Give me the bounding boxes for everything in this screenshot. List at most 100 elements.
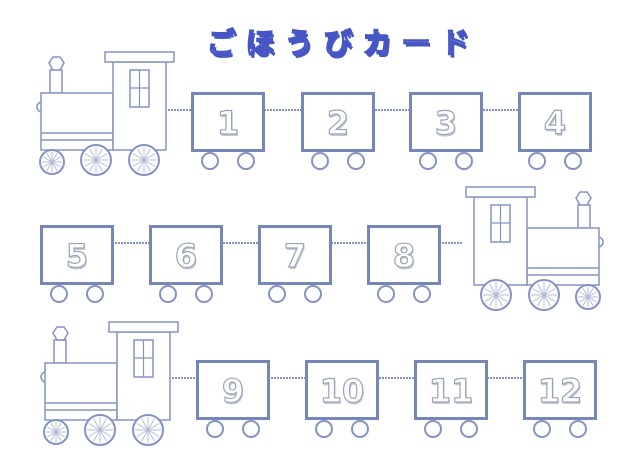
stamp-number: 7	[283, 236, 307, 275]
wheel-spoke	[89, 148, 97, 161]
wheel-spoke	[141, 429, 149, 442]
wheel-spoke	[43, 156, 53, 163]
train-car	[301, 92, 375, 170]
wheel-spoke	[543, 294, 556, 302]
wheel-spoke	[143, 148, 151, 161]
wheel-spoke	[582, 288, 589, 298]
car-wheel	[424, 420, 442, 438]
wheel-spoke	[543, 294, 551, 307]
stamp-number: 3	[434, 103, 458, 142]
wheel-spoke	[579, 296, 589, 303]
car-body	[367, 225, 441, 285]
train-car	[258, 225, 332, 303]
car-wheel	[304, 285, 322, 303]
train-car	[149, 225, 223, 303]
wheel-spoke	[147, 429, 160, 437]
boiler	[526, 227, 600, 286]
car-body	[40, 225, 114, 285]
car-wheel	[237, 152, 255, 170]
wheel-spoke	[484, 294, 497, 302]
locomotive	[40, 321, 179, 446]
car-body	[301, 92, 375, 152]
wheel-spoke	[136, 423, 149, 431]
chimney	[577, 204, 591, 229]
chimney	[49, 69, 63, 94]
wheel-spoke	[55, 431, 62, 441]
car-wheel	[533, 420, 551, 438]
car-wheel	[311, 152, 329, 170]
train-car	[523, 360, 597, 438]
wheel-spoke	[84, 159, 97, 167]
wheel-spoke	[143, 159, 151, 172]
wheel-spoke	[147, 423, 160, 431]
wheel-spoke	[84, 153, 97, 161]
car-wheel	[201, 152, 219, 170]
wheel-spoke	[132, 153, 145, 161]
wheel-spoke	[495, 288, 508, 296]
wheel-spoke	[537, 294, 545, 307]
car-body	[196, 360, 270, 420]
car-body	[191, 92, 265, 152]
wheel-spoke	[55, 431, 65, 438]
wheel-spoke	[495, 283, 503, 296]
wheel-spoke	[587, 288, 594, 298]
stamp-number: 12	[537, 371, 583, 410]
wheel-spoke	[99, 429, 112, 437]
wheel-spoke	[484, 288, 497, 296]
wheel-spoke	[495, 294, 508, 302]
wheel-spoke	[47, 431, 57, 438]
car-wheel	[50, 285, 68, 303]
wheel-spoke	[587, 291, 597, 298]
card-title: ごほうびカード	[206, 25, 480, 60]
train-car	[367, 225, 441, 303]
stamp-number: 1	[216, 103, 240, 142]
stamp-number: 6	[174, 236, 198, 275]
chimney-cap	[48, 56, 65, 71]
wheel-spoke	[93, 418, 101, 431]
wheel-spoke	[89, 159, 97, 172]
wheel-spoke	[543, 283, 551, 296]
car-body	[149, 225, 223, 285]
stamp-number: 8	[392, 236, 416, 275]
stamp-number: 9	[221, 371, 245, 410]
stamp-number: 2	[326, 103, 350, 142]
wheel-spoke	[579, 291, 589, 298]
wheel-spoke	[99, 429, 107, 442]
train-car	[191, 92, 265, 170]
locomotive	[465, 186, 604, 311]
chimney	[53, 339, 67, 364]
car-wheel	[242, 420, 260, 438]
wheel-spoke	[489, 294, 497, 307]
stamp-number: 10	[319, 371, 365, 410]
wheel-spoke	[147, 429, 155, 442]
wheel-spoke	[95, 159, 103, 172]
wheel-spoke	[51, 161, 58, 171]
wheel-spoke	[99, 423, 112, 431]
wheel-spoke	[46, 161, 53, 171]
wheel-spoke	[143, 153, 156, 161]
cab-roof	[108, 321, 179, 333]
car-wheel	[315, 420, 333, 438]
car-body	[305, 360, 379, 420]
car-wheel	[351, 420, 369, 438]
wheel-spoke	[582, 296, 589, 306]
boiler	[44, 362, 118, 421]
car-wheel	[528, 152, 546, 170]
wheel-spoke	[50, 431, 57, 441]
cab-roof	[465, 186, 536, 198]
car-wheel	[377, 285, 395, 303]
wheel-spoke	[95, 153, 108, 161]
boiler	[40, 92, 114, 151]
wheel-spoke	[95, 159, 108, 167]
wheel-spoke	[51, 156, 61, 163]
cab-roof	[104, 51, 175, 63]
train-car	[518, 92, 592, 170]
car-wheel	[206, 420, 224, 438]
car-body	[409, 92, 483, 152]
car-wheel	[460, 420, 478, 438]
train-car	[305, 360, 379, 438]
wheel-spoke	[489, 283, 497, 296]
wheel-spoke	[51, 153, 58, 163]
chimney-cap	[575, 191, 592, 206]
train-car	[409, 92, 483, 170]
